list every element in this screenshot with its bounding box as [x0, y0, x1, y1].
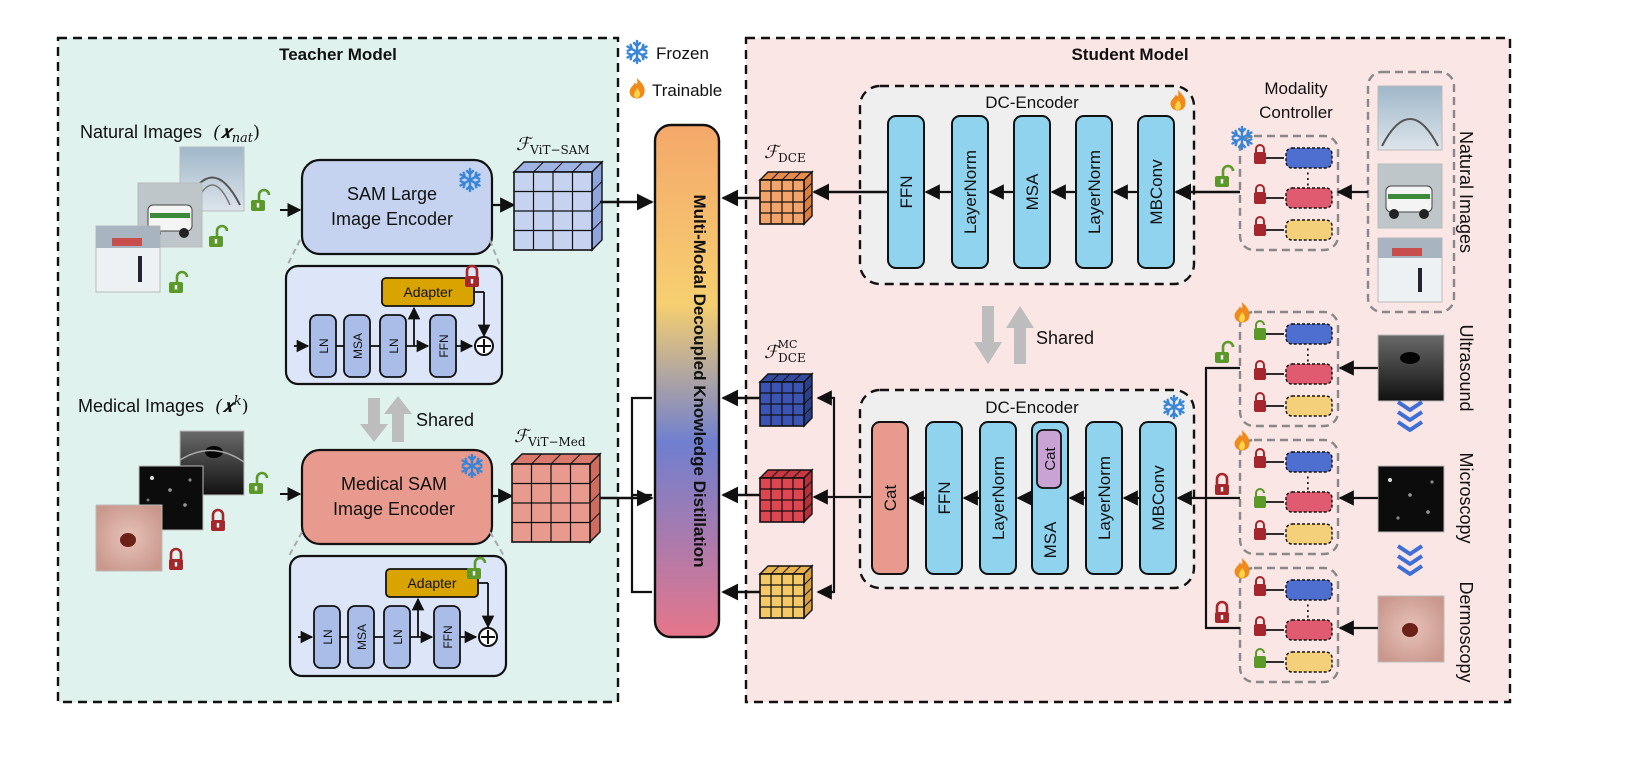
modality-controller-group-1: ⋮ — [1234, 302, 1340, 428]
dc-top-block-label-4: MBConv — [1147, 159, 1166, 225]
natural-image-stack — [95, 146, 245, 293]
teacher-shared-label: Shared — [416, 410, 474, 430]
svg-text:MSA: MSA — [351, 333, 365, 359]
student-natural-images — [1377, 85, 1443, 303]
dc-bottom-block-label-2: LayerNorm — [989, 456, 1008, 540]
mmkd-bar — [653, 123, 721, 639]
modality-controller-group-2: ⋮ — [1234, 430, 1340, 556]
svg-text:Adapter: Adapter — [403, 284, 452, 300]
medical-images-label: Medical Images (𝒙k) — [78, 394, 249, 417]
sam-encoder-line1: SAM Large — [347, 184, 437, 204]
controller-slot-1-1 — [1285, 363, 1333, 385]
controller-slot-0-1 — [1285, 187, 1333, 209]
controller-dots-2: ⋮ — [1300, 475, 1316, 492]
dc-bottom-block-label-4: LayerNorm — [1095, 456, 1114, 540]
legend-frozen: Frozen — [656, 44, 709, 63]
dc-encoder-top-title: DC-Encoder — [985, 93, 1079, 112]
modality-microscopy: Microscopy — [1456, 452, 1476, 543]
controller-slot-0-0 — [1285, 147, 1333, 169]
ultrasound-image — [1377, 334, 1445, 402]
trainable-flame-icon — [629, 78, 645, 99]
controller-slot-3-1 — [1285, 619, 1333, 641]
feat-dce-cube — [758, 170, 814, 226]
svg-text:LN: LN — [387, 338, 401, 353]
controller-dots-1: ⋮ — [1300, 347, 1316, 364]
dc-top-block-label-0: FFN — [897, 175, 916, 208]
modality-natural: Natural Images — [1456, 131, 1476, 253]
controller-slot-3-0 — [1285, 579, 1333, 601]
modality-controller-line2: Controller — [1259, 103, 1333, 122]
med-encoder-detail: LN MSA LN FFN Adapter — [288, 554, 508, 678]
med-encoder-line1: Medical SAM — [341, 474, 447, 494]
controller-slot-2-2 — [1285, 523, 1333, 545]
legend-trainable: Trainable — [652, 81, 722, 100]
svg-text:FFN: FFN — [437, 334, 451, 357]
dc-bottom-block-label-5: MBConv — [1149, 465, 1168, 531]
chevron-down-icon-2 — [1396, 544, 1424, 576]
dc-top-block-label-2: MSA — [1023, 173, 1042, 211]
controller-slot-2-0 — [1285, 451, 1333, 473]
mmkd-label: Multi-Modal Decoupled Knowledge Distilla… — [690, 194, 709, 567]
svg-text:LN: LN — [317, 338, 331, 353]
controller-slot-1-2 — [1285, 395, 1333, 417]
chevron-down-icon-1 — [1396, 400, 1424, 432]
feat-dce-mc-label: ℱDCEMC — [764, 338, 806, 365]
feat-vit-sam-label: ℱViT−SAM — [516, 134, 590, 157]
teacher-title: Teacher Model — [279, 45, 397, 64]
medical-image-stack — [95, 430, 245, 572]
student-shared-arrow-down — [974, 306, 1002, 364]
feat-vit-sam-cube — [512, 160, 604, 252]
feat-dce-mc-cube-red — [758, 468, 814, 524]
shared-arrow-down — [360, 398, 388, 442]
med-encoder-line2: Image Encoder — [333, 499, 455, 519]
controller-slot-3-2 — [1285, 651, 1333, 673]
modality-controller-group-0: ⋮ — [1231, 125, 1340, 252]
controller-slot-0-2 — [1285, 219, 1333, 241]
modality-dermoscopy: Dermoscopy — [1456, 581, 1476, 682]
svg-text:LN: LN — [321, 629, 335, 644]
dc-encoder-bottom-title: DC-Encoder — [985, 398, 1079, 417]
controller-slot-2-1 — [1285, 491, 1333, 513]
modality-controller-line1: Modality — [1264, 79, 1328, 98]
dc-top-block-label-1: LayerNorm — [961, 150, 980, 234]
feat-vit-med-label: ℱViT−Med — [514, 426, 586, 449]
student-shared-label: Shared — [1036, 328, 1094, 348]
feat-dce-mc-cube-yellow — [758, 564, 814, 620]
dc-bottom-block-label-0: Cat — [881, 485, 900, 512]
msa-inner-cat-label: Cat — [1042, 446, 1059, 470]
dc-bottom-block-label-1: FFN — [935, 481, 954, 514]
student-shared-arrow-up — [1006, 306, 1034, 364]
sam-encoder-line2: Image Encoder — [331, 209, 453, 229]
student-title: Student Model — [1071, 45, 1188, 64]
feat-dce-label: ℱDCE — [764, 142, 806, 165]
natural-images-label: Natural Images (𝒙nat) — [80, 122, 260, 146]
frozen-snowflake-icon — [626, 39, 648, 65]
shared-arrow-up — [384, 396, 412, 442]
svg-text:FFN: FFN — [441, 625, 455, 648]
microscopy-image — [1377, 465, 1445, 533]
svg-text:LN: LN — [391, 629, 405, 644]
controller-slot-1-0 — [1285, 323, 1333, 345]
msa-inner-cat — [1036, 429, 1062, 489]
dc-bottom-block-label-3: MSA — [1041, 521, 1060, 559]
feat-vit-med-cube — [510, 452, 602, 544]
modality-ultrasound: Ultrasound — [1456, 324, 1476, 411]
sam-encoder-detail: LN MSA LN FFN Adapter — [284, 264, 504, 386]
dc-top-block-label-3: LayerNorm — [1085, 150, 1104, 234]
controller-dots-0: ⋮ — [1300, 171, 1316, 188]
svg-text:MSA: MSA — [355, 624, 369, 650]
sam-large-image-encoder — [300, 158, 494, 256]
feat-dce-mc-cube-blue — [758, 372, 814, 428]
svg-text:Adapter: Adapter — [407, 575, 456, 591]
modality-controller-group-3: ⋮ — [1234, 558, 1340, 684]
controller-dots-3: ⋮ — [1300, 603, 1316, 620]
